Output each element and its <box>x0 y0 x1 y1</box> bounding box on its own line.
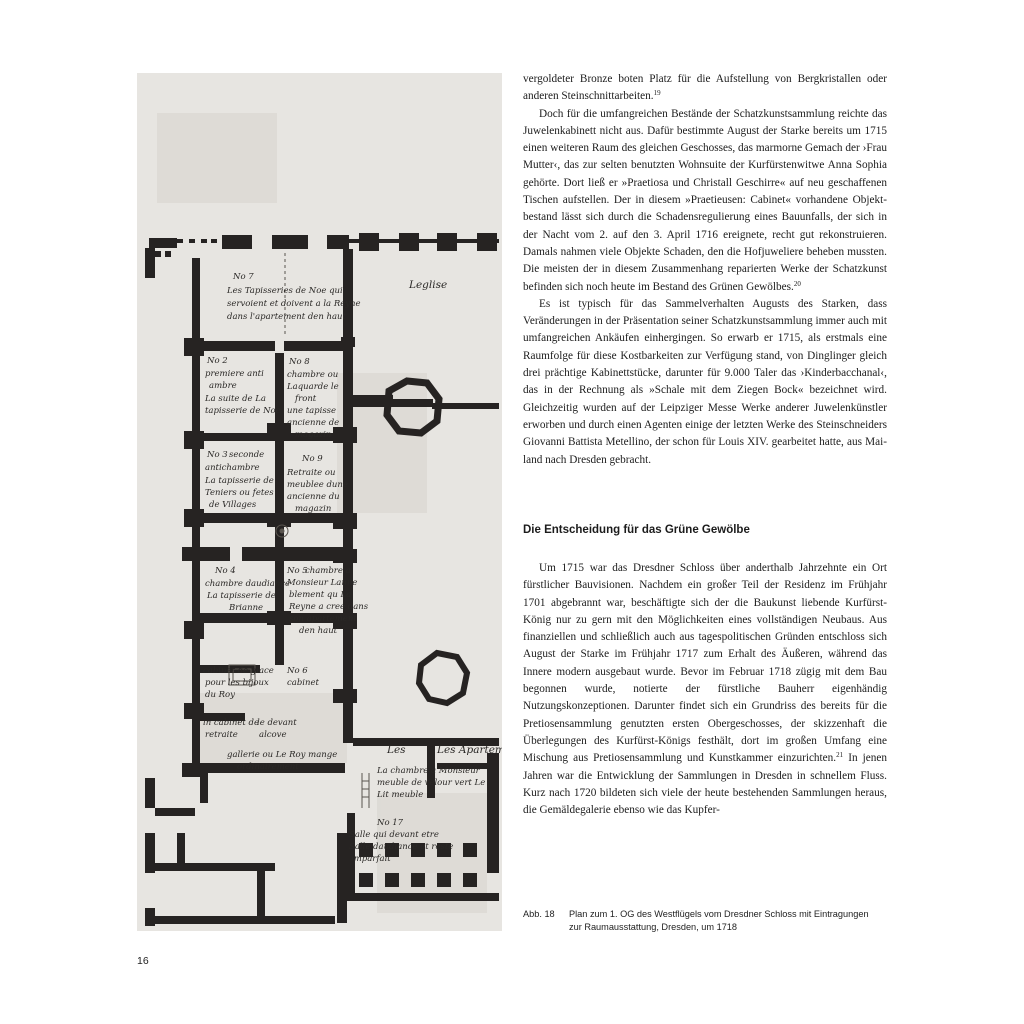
annotation-no7-line3: dans l'apartement den haut <box>227 312 347 322</box>
section-heading: Die Entscheidung für das Grüne Gewölbe <box>523 524 750 536</box>
annotation-no3-line4: Teniers ou fetes <box>205 488 274 498</box>
annotation-no7-line2: servoient et doivent a la Reyne <box>227 299 361 309</box>
plan-details <box>228 253 370 808</box>
annotation-no7-line1: Les Tapisseries de Noe qui <box>226 286 343 296</box>
plan-annotations: No 7 Les Tapisseries de Noe qui servoien… <box>203 272 502 864</box>
annotation-leglise: Leglise <box>408 279 447 291</box>
annotation-no5-line1: chambre a <box>305 566 351 576</box>
annotation-gallerie-line1: gallerie ou Le Roy mange <box>227 750 337 760</box>
body-text-upper: vergoldeter Bronze boten Platz für die A… <box>523 71 887 469</box>
annotation-no4-line2: La tapisserie de <box>206 591 276 601</box>
annotation-no9-label: No 9 <box>301 454 323 464</box>
paragraph-4-continued: In jenen Jahren war die Entwicklung der … <box>523 752 888 817</box>
annotation-no4-label: No 4 <box>214 566 236 576</box>
annotation-no8-line3: front <box>294 394 317 404</box>
plan-walls <box>145 233 499 926</box>
body-paragraph-2: Doch für die umfangreichen Bestände der … <box>523 106 887 296</box>
annotation-les-line1: La chambre a Monsieur <box>376 766 481 776</box>
annotation-no9-line2: meublee dune <box>287 480 348 490</box>
body-paragraph-1: vergoldeter Bronze boten Platz für die A… <box>523 71 887 106</box>
annotation-gallerie-line2: ordinairement <box>237 762 299 772</box>
body-paragraph-3: Es ist typisch für das Sammelverhalten A… <box>523 296 887 469</box>
annotation-no5-line4: Reyne a cree dans <box>288 602 369 612</box>
annotation-no3-line5: de Villages <box>209 500 257 510</box>
annotation-retraite-line1: in cabinet de <box>203 718 259 728</box>
annotation-no6-label: No 6 <box>286 666 308 676</box>
tower-link <box>353 395 393 407</box>
annotation-apartements-label: Les Apartem <box>436 744 502 756</box>
annotation-no5-line6: den haut <box>299 626 338 636</box>
annotation-no5-label: No 5 <box>286 566 308 576</box>
annotation-no8-line1: chambre ou <box>287 370 338 380</box>
annotation-no2-line2: ambre <box>209 381 237 391</box>
annotation-no2-line1: premiere anti <box>205 369 264 379</box>
annotation-no17-label: No 17 <box>376 818 404 828</box>
annotation-no6-line1: cabinet <box>287 678 319 688</box>
footnote-ref-19[interactable]: 19 <box>653 89 661 98</box>
paragraph-3-text: Es ist typisch für das Sammelverhalten A… <box>523 297 887 466</box>
floor-plan-image: No 7 Les Tapisseries de Noe qui servoien… <box>137 73 502 931</box>
annotation-no17-line1: Salle qui devant etre <box>349 830 439 840</box>
annotation-no8-line6: magazin <box>295 430 331 440</box>
footnote-ref-21[interactable]: 21 <box>836 751 844 760</box>
caption-text: Plan zum 1. OG des Westflügels vom Dresd… <box>569 909 869 932</box>
annotation-no8-line2: Laquarde le <box>286 382 339 392</box>
body-paragraph-4: Um 1715 war das Dresdner Schloss über an… <box>523 560 887 819</box>
annotation-no17-line2: Salle daudiance et reste <box>349 842 453 852</box>
paragraph-4-text: Um 1715 war das Dresdner Schloss über an… <box>523 562 887 765</box>
annotation-cabinet-line3: du Roy <box>205 690 235 700</box>
annotation-no2-line4: tapisserie de Noe <box>205 406 281 416</box>
annotation-no2-line3: La suite de La <box>204 394 266 404</box>
annotation-no5-line3: blement qu La <box>289 590 351 600</box>
annotation-cabinet-line1: cabinet de glace <box>203 666 274 676</box>
annotation-no8-line4: une tapisse <box>287 406 336 416</box>
annotation-les-label: Les <box>386 744 406 756</box>
annotation-no5-line2: Monsieur Lanne <box>286 578 357 588</box>
body-text-lower: Um 1715 war das Dresdner Schloss über an… <box>523 560 887 819</box>
annotation-no4-line3: Brianne <box>228 603 263 613</box>
annotation-cabinet-line2: pour les bijoux <box>205 678 269 688</box>
annotation-alcove-line2: alcove <box>259 730 287 740</box>
annotation-les-line2: meuble de velour vert Le <box>377 778 485 788</box>
annotation-no3-line3: La tapisserie de <box>204 476 274 486</box>
annotation-no4-line1: chambre daudiance <box>205 579 290 589</box>
annotation-no2-label: No 2 <box>206 356 228 366</box>
annotation-no9-line4: magazin <box>295 504 331 514</box>
annotation-no9-line1: Retraite ou <box>286 468 335 478</box>
footnote-ref-20[interactable]: 20 <box>793 279 801 288</box>
annotation-no9-line3: ancienne du <box>287 492 340 502</box>
paragraph-2-text: Doch für die umfangreichen Bestände der … <box>523 107 887 293</box>
annotation-les-line3: Lit meuble <box>376 790 423 800</box>
annotation-alcove-line1: le devant <box>257 718 297 728</box>
paragraph-1-text: vergoldeter Bronze boten Platz für die A… <box>523 73 887 103</box>
annotation-retraite-line2: retraite <box>205 730 238 740</box>
caption-label: Abb. 18 <box>523 909 555 919</box>
annotation-no3-label: No 3 <box>206 450 228 460</box>
page-number: 16 <box>137 955 149 967</box>
annotation-no17-line3: imparfait <box>351 854 391 864</box>
annotation-no8-label: No 8 <box>288 357 310 367</box>
annotation-no5-line5: son apartement <box>289 614 357 624</box>
annotation-no7-label: No 7 <box>232 272 254 282</box>
annotation-no8-line5: ancienne de <box>287 418 339 428</box>
plan-tower <box>383 377 471 707</box>
annotation-no3-line2: antichambre <box>205 463 260 473</box>
annotation-no3-line1: seconde <box>229 450 264 460</box>
